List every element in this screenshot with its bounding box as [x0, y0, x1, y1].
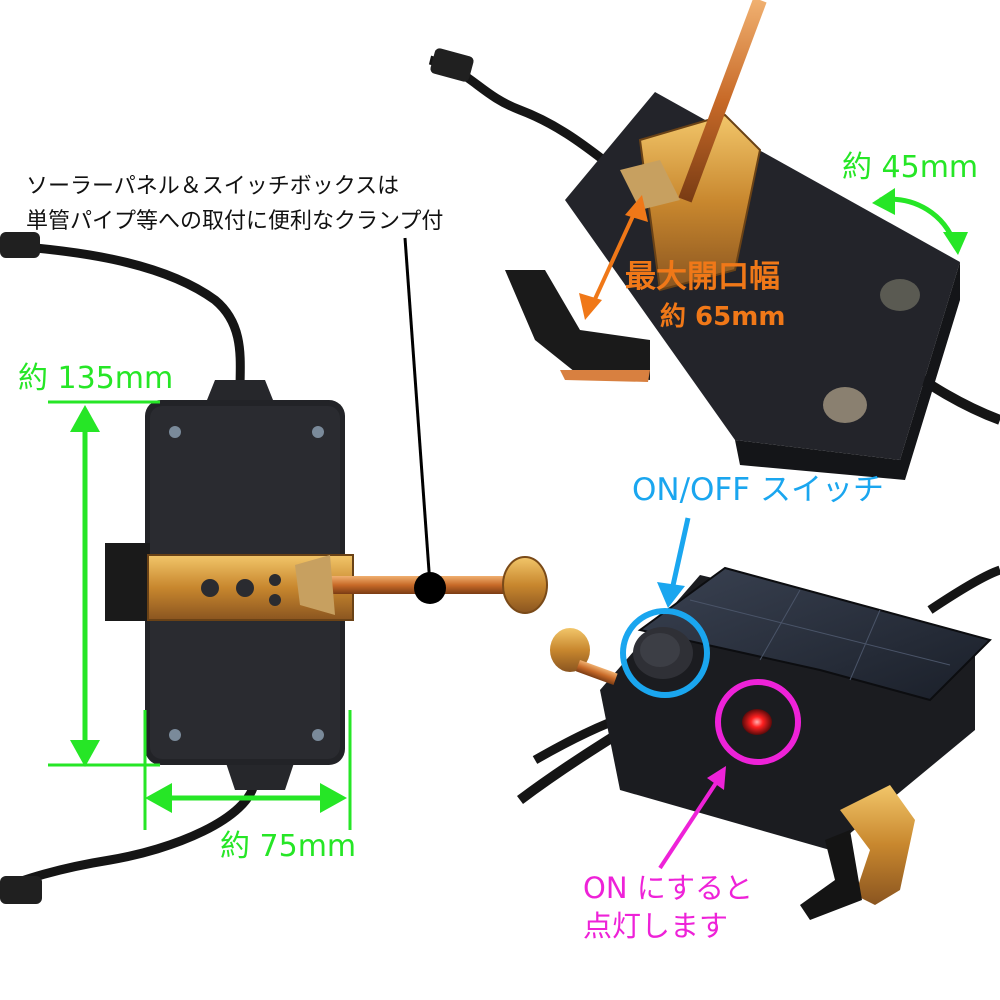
width-label: 約 75mm	[220, 829, 357, 864]
width-dimension	[143, 710, 352, 830]
switch-callout	[620, 517, 710, 698]
indicator-line-1: ON にすると	[583, 871, 754, 905]
switch-view-box	[517, 565, 1000, 920]
clamp-view-box	[428, 0, 1000, 480]
caption-pointer	[403, 237, 446, 604]
height-dimension	[48, 400, 160, 767]
switch-label: ON/OFF スイッチ	[632, 472, 884, 508]
depth-dimension	[872, 188, 968, 255]
opening-title: 最大開口幅	[625, 259, 780, 295]
front-view-box	[0, 232, 548, 904]
opening-dimension	[579, 195, 648, 320]
indicator-callout	[658, 679, 801, 870]
caption-line-1: ソーラーパネル＆スイッチボックスは	[26, 174, 400, 199]
opening-value: 約 65mm	[660, 302, 786, 332]
depth-label: 約 45mm	[842, 150, 979, 185]
indicator-line-2: 点灯します	[583, 909, 729, 943]
caption-line-2: 単管パイプ等への取付に便利なクランプ付	[26, 209, 444, 234]
height-label: 約 135mm	[18, 361, 174, 396]
